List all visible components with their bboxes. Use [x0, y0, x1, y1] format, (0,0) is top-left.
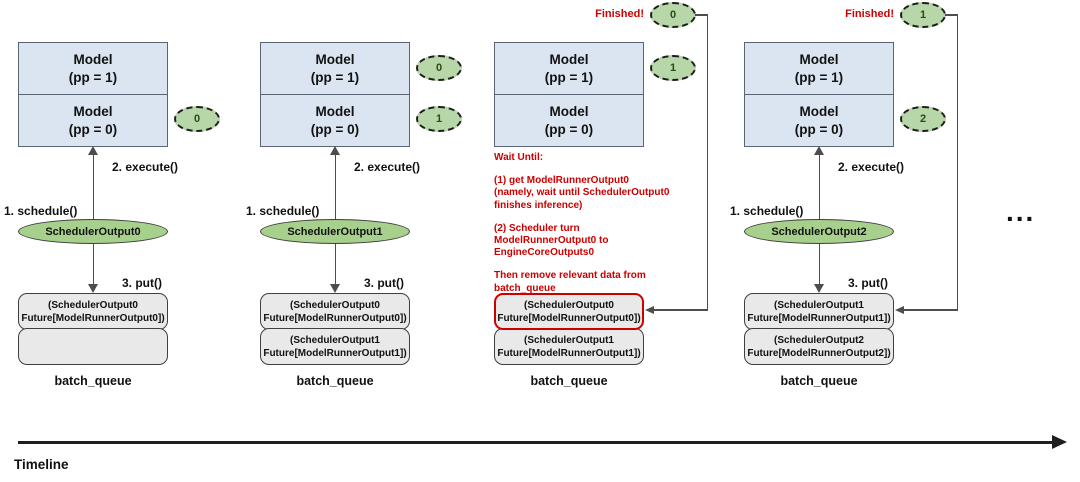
queue-entry: (SchedulerOutput1 Future[ModelRunnerOutp…: [260, 328, 410, 365]
microbatch-token-1: 1: [650, 55, 696, 81]
finished-token-1: 1: [900, 2, 946, 28]
model-stack: Model (pp = 1) Model (pp = 0): [494, 42, 644, 147]
timeline-step-4: Finished! 1 Model (pp = 1) Model (pp = 0…: [730, 0, 966, 400]
model-pp0-box: Model (pp = 0): [745, 94, 893, 146]
put-arrow-head-icon: [813, 284, 824, 293]
finished-connector-arrow-icon: [895, 305, 904, 314]
put-label: 3. put(): [364, 276, 404, 290]
scheduler-output-ellipse: SchedulerOutput2: [744, 219, 894, 244]
finished-connector-line: [903, 309, 958, 311]
microbatch-token-0: 0: [174, 106, 220, 132]
schedule-label: 1. schedule(): [246, 204, 320, 218]
model-stack: Model (pp = 1) Model (pp = 0): [744, 42, 894, 147]
microbatch-token-1: 1: [416, 106, 462, 132]
model-pp1-box: Model (pp = 1): [68, 51, 118, 85]
microbatch-token-2: 2: [900, 106, 946, 132]
batch-queue-label: batch_queue: [780, 374, 858, 388]
put-label: 3. put(): [122, 276, 162, 290]
finished-connector-line: [956, 14, 958, 310]
timeline-step-1: Model (pp = 1) Model (pp = 0) 0 2. execu…: [4, 0, 240, 400]
model-pp1-box: Model (pp = 1): [544, 51, 594, 85]
finished-label: Finished!: [845, 8, 894, 20]
queue-entry: (SchedulerOutput1 Future[ModelRunnerOutp…: [744, 293, 894, 330]
wait-until-annotation: Wait Until: (1) get ModelRunnerOutput0 (…: [494, 152, 676, 306]
queue-entry: (SchedulerOutput0 Future[ModelRunnerOutp…: [260, 293, 410, 330]
wait-title: Wait Until:: [494, 152, 544, 163]
execute-arrow-head-icon: [813, 146, 824, 155]
put-label: 3. put(): [848, 276, 888, 290]
execute-arrow-head-icon: [329, 146, 340, 155]
batch-queue-label: batch_queue: [54, 374, 132, 388]
scheduler-output-ellipse: SchedulerOutput0: [18, 219, 168, 244]
schedule-label: 1. schedule(): [730, 204, 804, 218]
put-arrow-line: [818, 244, 820, 286]
model-stack: Model (pp = 1) Model (pp = 0): [18, 42, 168, 147]
microbatch-token-0: 0: [416, 55, 462, 81]
finished-connector-line: [695, 14, 708, 16]
queue-entry: (SchedulerOutput2 Future[ModelRunnerOutp…: [744, 328, 894, 365]
finished-connector-line: [653, 309, 708, 311]
model-pp1-box: Model (pp = 1): [310, 51, 360, 85]
wait-step-2: (2) Scheduler turn ModelRunnerOutput0 to…: [494, 222, 609, 259]
put-arrow-line: [334, 244, 336, 286]
batch-queue: (SchedulerOutput0 Future[ModelRunnerOutp…: [18, 293, 168, 365]
finished-connector-line: [945, 14, 958, 16]
execute-label: 2. execute(): [838, 160, 905, 174]
queue-entry: (SchedulerOutput1 Future[ModelRunnerOutp…: [494, 328, 644, 365]
model-pp0-box: Model (pp = 0): [261, 94, 409, 146]
timeline-arrow-icon: [1052, 435, 1067, 449]
batch-queue: (SchedulerOutput0 Future[ModelRunnerOutp…: [260, 293, 410, 365]
scheduler-output-ellipse: SchedulerOutput1: [260, 219, 410, 244]
timeline-axis-line: [18, 441, 1056, 444]
timeline-step-2: Model (pp = 1) Model (pp = 0) 0 1 2. exe…: [246, 0, 482, 400]
queue-entry-highlighted: (SchedulerOutput0 Future[ModelRunnerOutp…: [494, 293, 644, 330]
model-pp1-box: Model (pp = 1): [794, 51, 844, 85]
batch-queue-label: batch_queue: [296, 374, 374, 388]
model-pp0-box: Model (pp = 0): [495, 94, 643, 146]
execute-label: 2. execute(): [354, 160, 421, 174]
finished-connector-line: [706, 14, 708, 310]
queue-entry: (SchedulerOutput0 Future[ModelRunnerOutp…: [18, 293, 168, 330]
finished-label: Finished!: [595, 8, 644, 20]
model-stack: Model (pp = 1) Model (pp = 0): [260, 42, 410, 147]
execute-arrow-line: [334, 154, 336, 219]
finished-connector-arrow-icon: [645, 305, 654, 314]
schedule-label: 1. schedule(): [4, 204, 78, 218]
put-arrow-line: [92, 244, 94, 286]
wait-step-1: (1) get ModelRunnerOutput0 (namely, wait…: [494, 175, 670, 211]
finished-token-0: 0: [650, 2, 696, 28]
execute-label: 2. execute(): [112, 160, 179, 174]
execute-arrow-line: [92, 154, 94, 219]
batch-queue: (SchedulerOutput0 Future[ModelRunnerOutp…: [494, 293, 644, 365]
timeline-label: Timeline: [14, 457, 69, 472]
continuation-ellipsis: ...: [1006, 196, 1036, 227]
wait-then: Then remove relevant data from batch_que…: [494, 270, 646, 294]
execute-arrow-head-icon: [87, 146, 98, 155]
batch-queue-label: batch_queue: [530, 374, 608, 388]
put-arrow-head-icon: [329, 284, 340, 293]
execute-arrow-line: [818, 154, 820, 219]
put-arrow-head-icon: [87, 284, 98, 293]
batch-queue: (SchedulerOutput1 Future[ModelRunnerOutp…: [744, 293, 894, 365]
timeline-step-3: Finished! 0 Model (pp = 1) Model (pp = 0…: [494, 0, 716, 400]
queue-entry-empty: [18, 328, 168, 365]
model-pp0-box: Model (pp = 0): [19, 94, 167, 146]
